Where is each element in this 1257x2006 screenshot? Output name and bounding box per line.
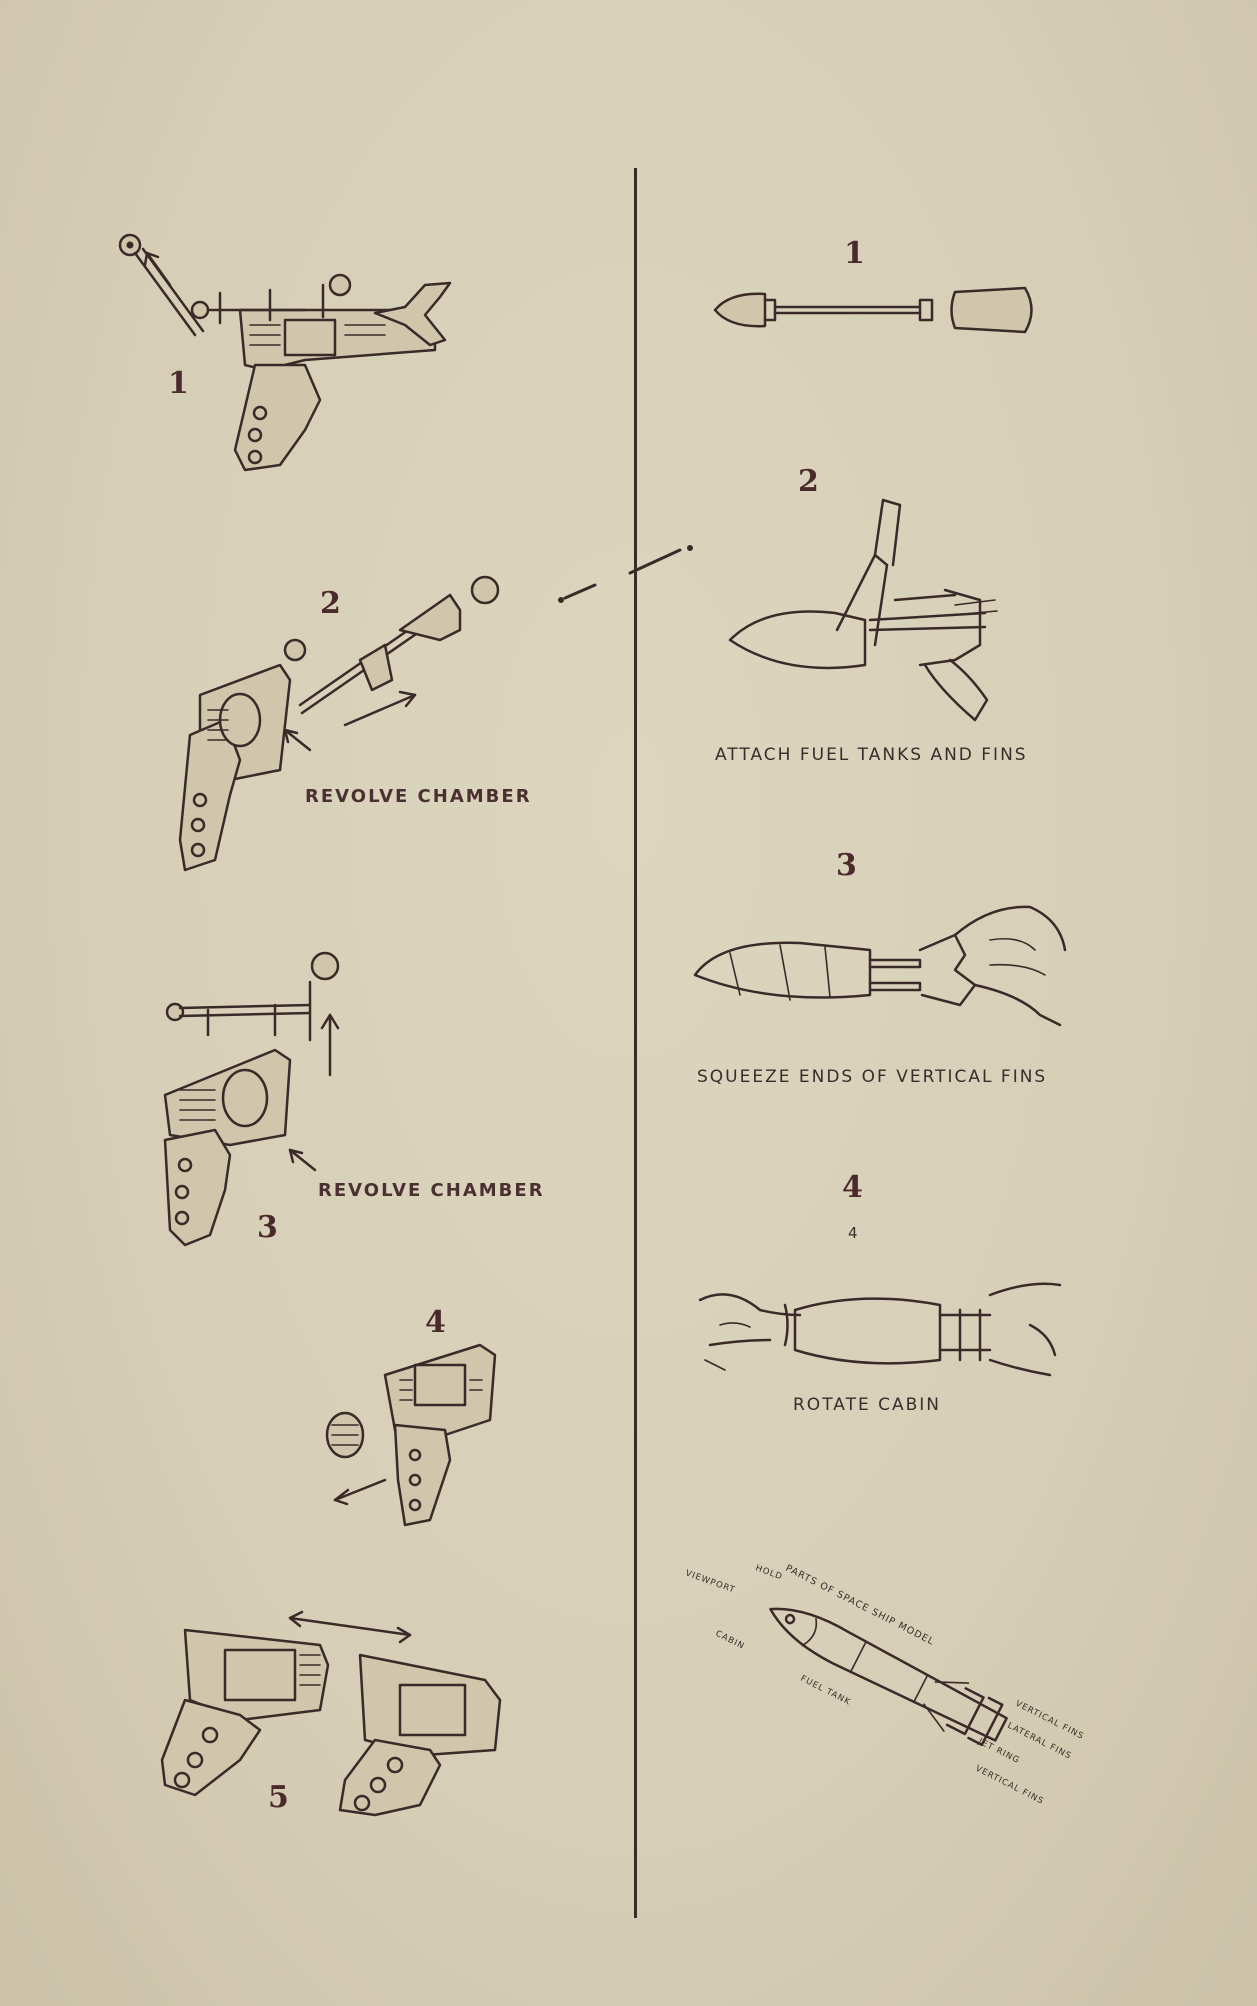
gun-step-1-illustration [118,233,452,472]
right-step-1-number: 1 [844,236,865,271]
rocket-assembly-step-2-illustration [728,498,998,722]
left-step-2-number: 2 [320,586,341,621]
diagram-label-viewport: VIEWPORT [684,1568,737,1595]
left-step-2-caption: REVOLVE CHAMBER [305,786,532,807]
diagram-label-vertical-fins-bottom: VERTICAL FINS [974,1764,1046,1807]
rocket-fins-step-3-illustration [693,905,1067,1027]
space-ship-parts-diagram: VIEWPORT HOLD PARTS OF SPACE SHIP MODEL … [684,1563,1085,1807]
center-divider-line [634,168,637,1918]
staple-marks [558,545,693,603]
right-step-2-number: 2 [798,464,819,499]
right-step-3-number: 3 [836,848,857,883]
left-step-3-caption: REVOLVE CHAMBER [318,1180,545,1201]
diagram-label-hold: HOLD [754,1563,784,1582]
gun-step-5-illustration [160,1610,502,1817]
diagram-label-jet-ring: JET RING [976,1736,1022,1766]
gun-step-4-illustration [325,1343,497,1527]
gun-step-2-illustration [178,575,500,872]
right-step-3-caption: SQUEEZE ENDS OF VERTICAL FINS [697,1067,1048,1087]
diagram-label-fuel-tank: FUEL TANK [799,1674,853,1708]
left-step-5-number: 5 [268,1780,289,1815]
left-step-3-number: 3 [257,1210,278,1245]
gun-step-3-illustration [163,951,340,1247]
right-step-4-caption: ROTATE CABIN [793,1395,941,1415]
rocket-cabin-step-4-illustration [698,1282,1062,1377]
rocket-parts-step-1-illustration [713,286,1033,334]
right-step-4-number: 4 [842,1170,863,1205]
left-step-1-number: 1 [168,366,189,401]
left-step-4-number: 4 [425,1305,446,1340]
diagram-label-cabin: CABIN [714,1629,747,1652]
right-step-2-caption: ATTACH FUEL TANKS AND FINS [715,745,1028,765]
right-step-4-sub-number: 4 [848,1224,858,1242]
diagram-title: PARTS OF SPACE SHIP MODEL [784,1563,936,1648]
